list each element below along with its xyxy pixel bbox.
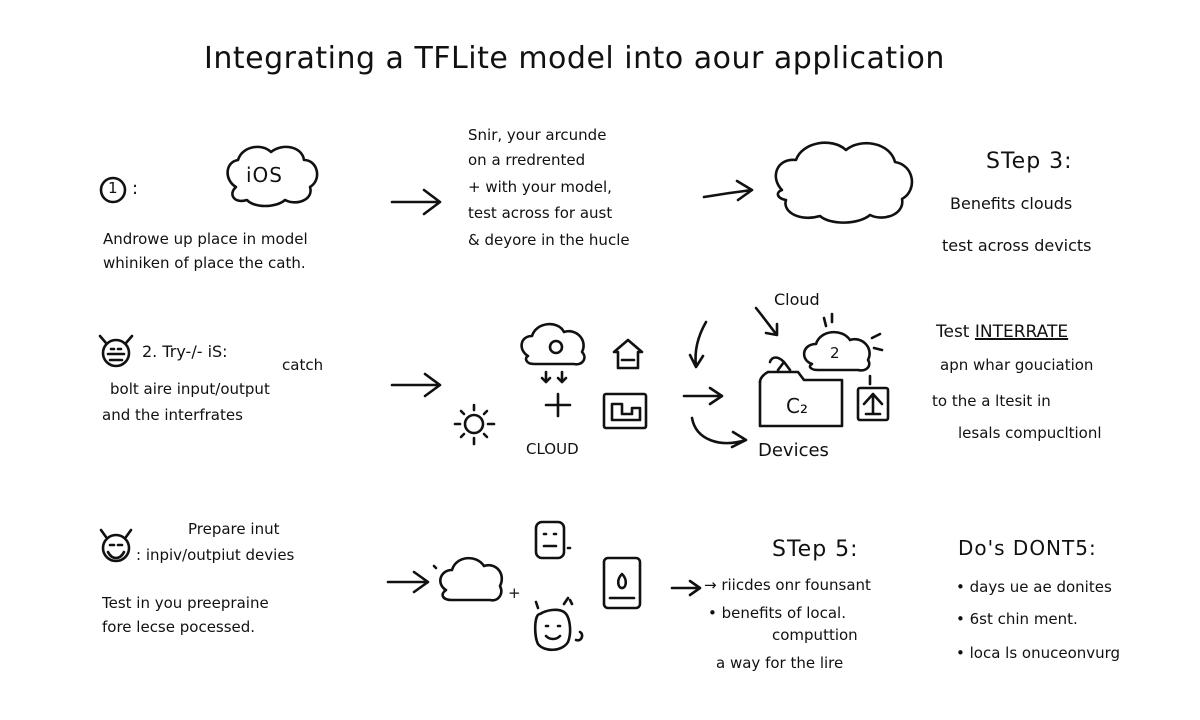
- cloud-target-dot: [548, 339, 564, 355]
- step-3-line-1: Benefits clouds: [950, 194, 1073, 213]
- ios-cloud-icon: [226, 145, 319, 208]
- arrow-right-1: [390, 188, 442, 216]
- dos-donts-title: Do's DONT5:: [958, 536, 1097, 560]
- row2-right-underlined: INTERRATE: [974, 322, 1069, 342]
- row1-mid-line-3: + with your model,: [468, 178, 612, 196]
- row1-mid-line-1: Snir, your arcunde: [468, 126, 607, 144]
- row2-right-line-3: lesals compucltionl: [958, 424, 1102, 442]
- cloud-pointer-arrow: [754, 306, 779, 337]
- ios-label: iOS: [246, 163, 283, 187]
- row2-right-line-1: apn whar gouciation: [940, 356, 1094, 374]
- arrow-right-6: [670, 579, 702, 597]
- cloud-caption: CLOUD: [526, 440, 579, 458]
- arrow-right-2: [702, 179, 754, 202]
- row3-desc-title: Prepare inut: [188, 520, 280, 538]
- step-3-line-2: test across devicts: [942, 236, 1092, 255]
- folder-box-icon: [758, 370, 844, 428]
- dos-line-1: • days ue ae donites: [956, 578, 1112, 596]
- bug-face-icon-3: [101, 533, 131, 563]
- step-1-colon: :: [132, 178, 139, 199]
- up-arrow-line: [688, 320, 708, 369]
- dos-line-3: • loca ls onuceonvurg: [956, 644, 1121, 662]
- row1-desc-line-2: whiniken of place the cath.: [103, 254, 306, 272]
- row1-mid-line-2: on a rredrented: [468, 151, 586, 169]
- share-icon: [856, 386, 890, 422]
- step-5-line-1: → riicdes onr founsant: [704, 576, 871, 594]
- cloud-target-icon: [520, 322, 586, 366]
- arrow-right-4: [682, 386, 724, 406]
- row3-desc-colon-line: : inpiv/outpiut devies: [136, 546, 295, 564]
- bug-face-details-2: [98, 334, 134, 362]
- cloud-number: 2: [830, 344, 840, 362]
- page-title: Integrating a TFLite model into aour app…: [204, 41, 945, 76]
- row3-desc-line-2: fore lecse pocessed.: [102, 618, 256, 636]
- row1-mid-line-4: test across for aust: [468, 204, 613, 222]
- step-5-title: STep 5:: [772, 537, 859, 562]
- row1-desc-line-1: Androwe up place in model: [103, 230, 308, 248]
- step-5-line-2: • benefits of local.: [708, 604, 846, 622]
- step-2-label: 2. Try-/- iS:: [142, 342, 228, 361]
- step-5-line-3: computtion: [772, 626, 858, 644]
- cloud-label: Cloud: [774, 290, 820, 309]
- box-label: C₂: [786, 394, 808, 418]
- down-arrows: [540, 370, 568, 384]
- robot-face-icon: [533, 608, 572, 652]
- phone-face-icon-1: [534, 520, 566, 560]
- row2-desc-line-2: and the interfrates: [102, 406, 243, 424]
- step-5-line-4: a way for the lire: [716, 654, 844, 672]
- row2-desc-line-1: bolt aire input/output: [110, 380, 270, 398]
- row2-right-heading: Test INTERRATE: [936, 322, 1068, 343]
- row1-mid-line-5: & deyore in the hucle: [468, 231, 630, 249]
- house-icon: [612, 338, 644, 370]
- arrow-right-3: [390, 372, 442, 398]
- cloud-outline-icon: [439, 556, 504, 602]
- bug-face-icon-2: [101, 338, 131, 368]
- curved-arrow-devices: [690, 416, 748, 449]
- row3-desc-line-1: Test in you preepraine: [102, 594, 269, 612]
- sun-rays: [453, 403, 496, 446]
- small-cloud-icon: [802, 330, 871, 372]
- arrow-right-5: [386, 570, 430, 594]
- step-1-circle: [99, 176, 127, 204]
- catch-word: catch: [282, 356, 324, 374]
- step-3-title: STep 3:: [986, 149, 1073, 174]
- step-1-number: 1: [108, 179, 118, 197]
- row2-right-prefix: Test: [936, 322, 975, 342]
- devices-label: Devices: [758, 440, 829, 461]
- dos-line-2: • 6st chin ment.: [956, 610, 1078, 628]
- plus-cross: [544, 392, 572, 418]
- large-cloud-icon: [774, 141, 914, 224]
- tablet-icon: [602, 556, 642, 610]
- sun-icon: [463, 413, 485, 435]
- plus-small: +: [508, 584, 521, 602]
- row2-right-line-2: to the a ltesit in: [932, 392, 1051, 410]
- framed-chart-icon: [602, 392, 648, 430]
